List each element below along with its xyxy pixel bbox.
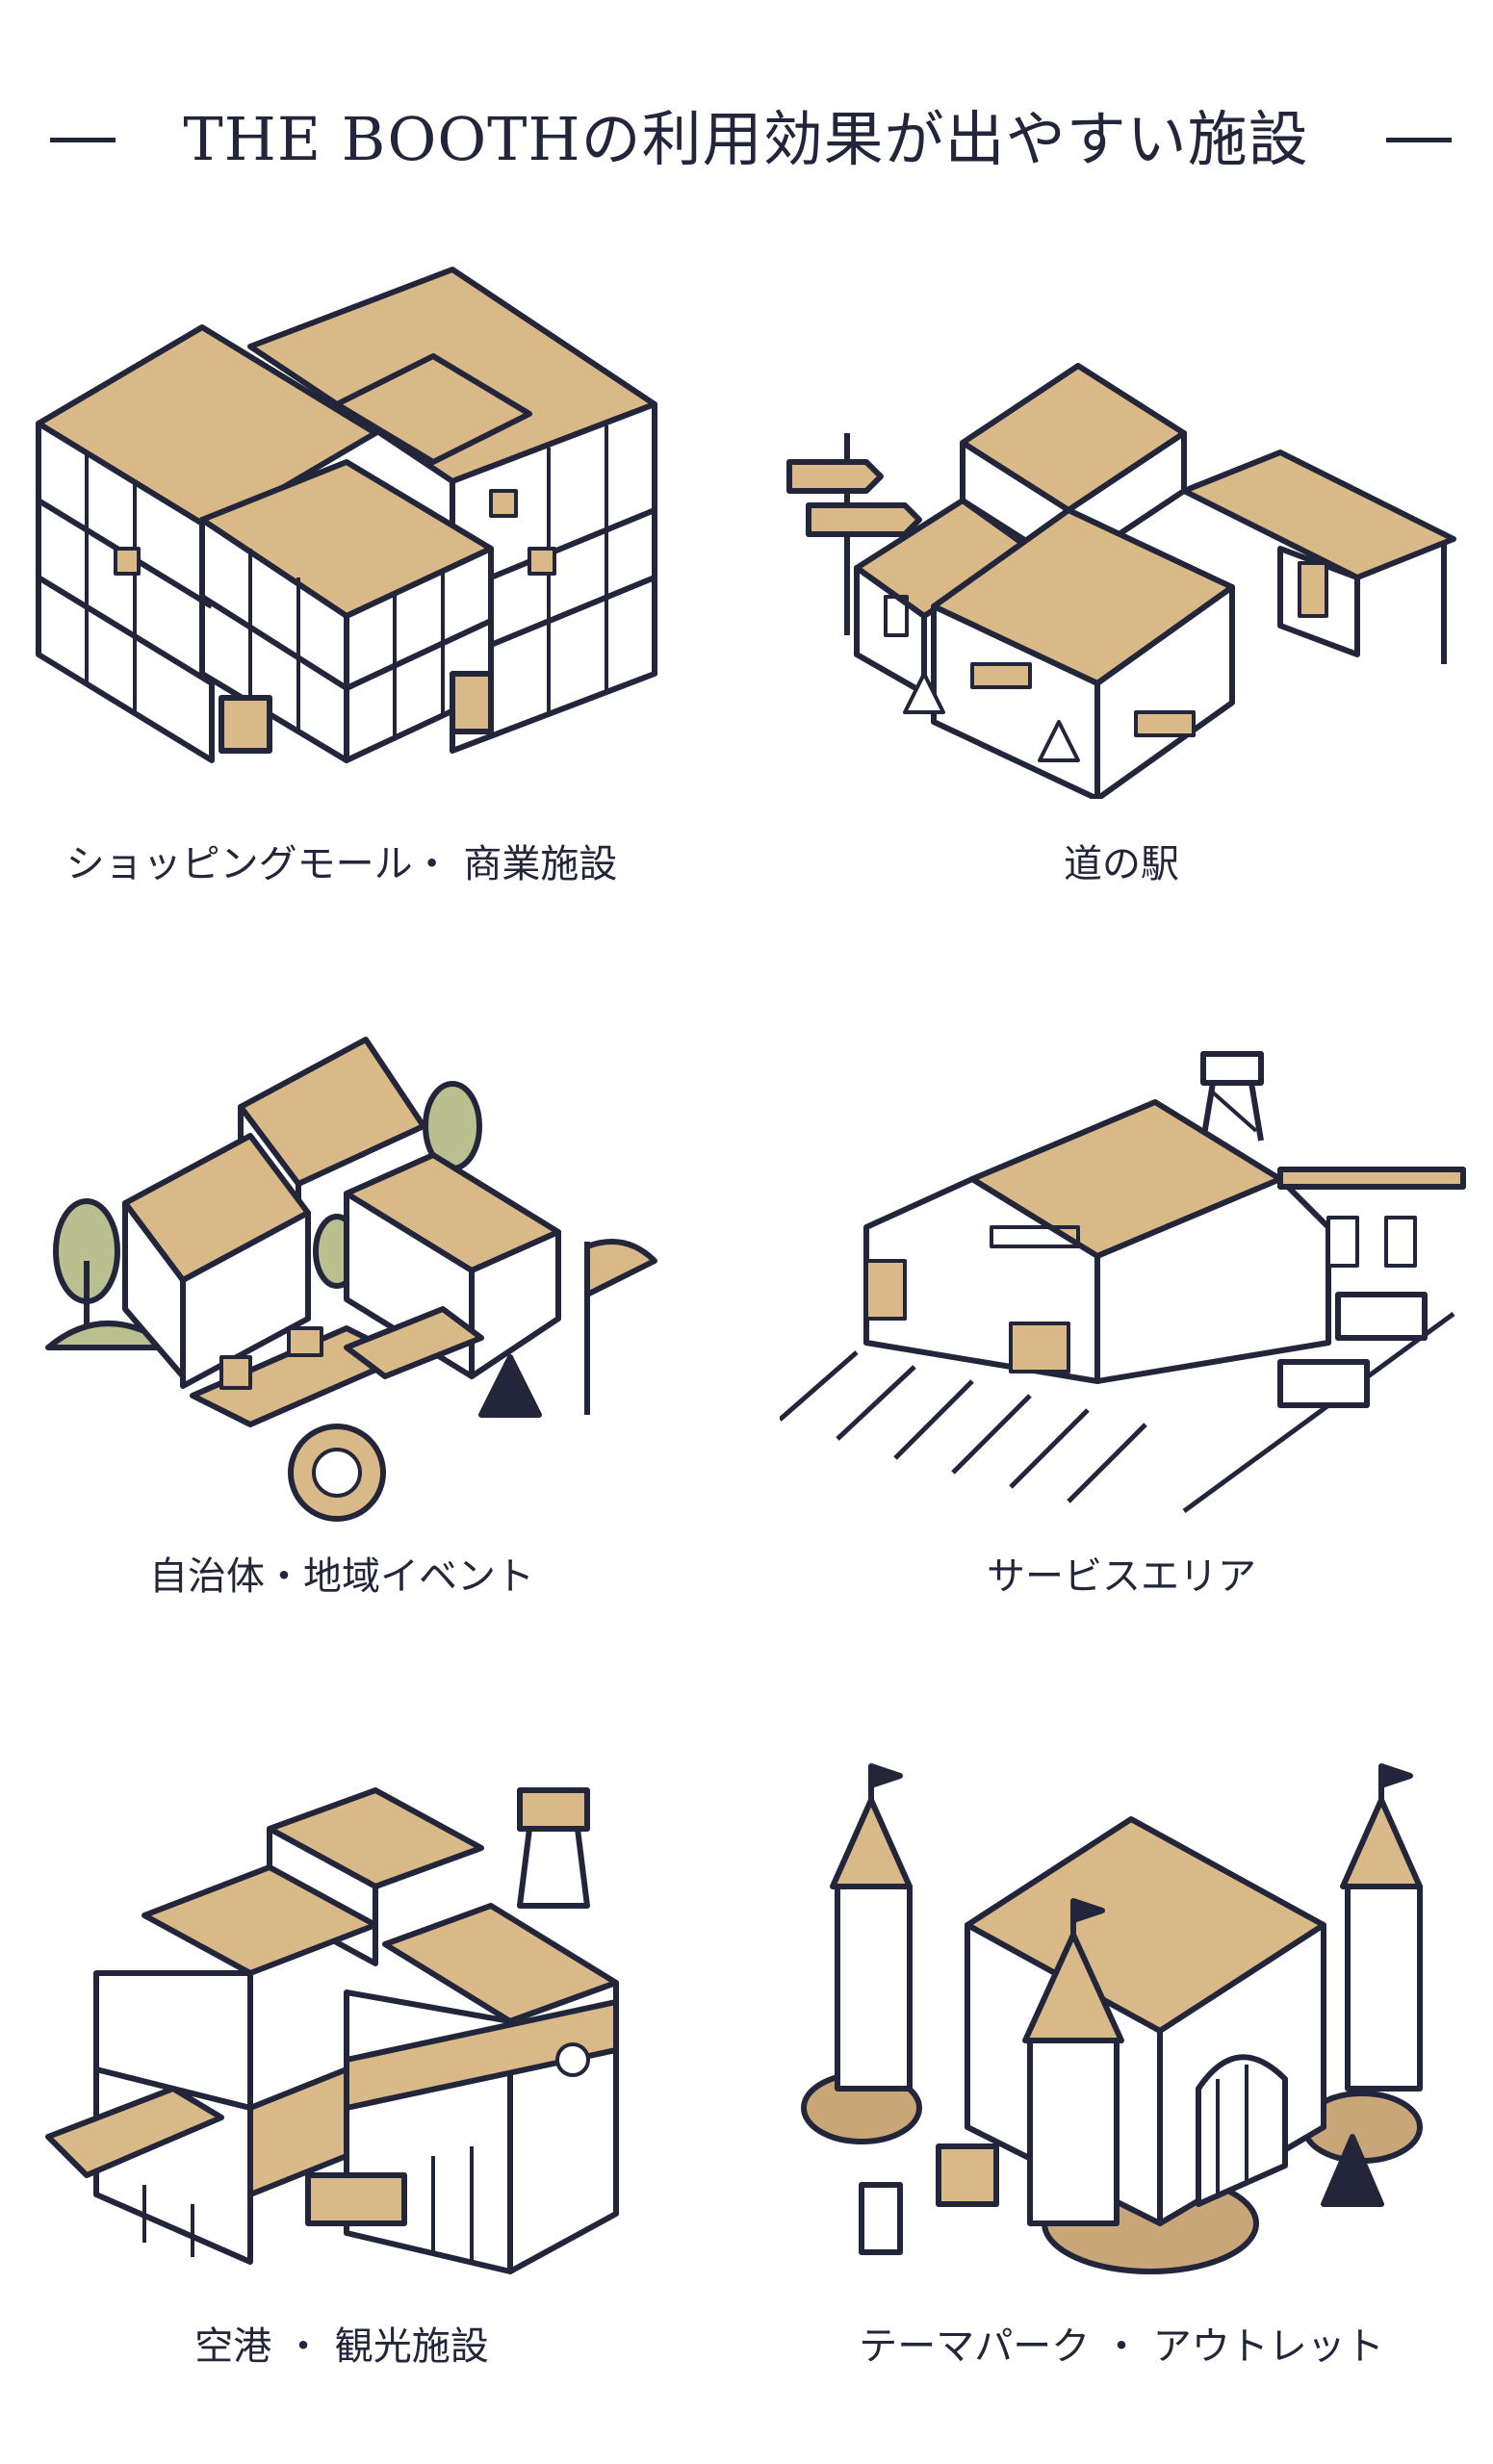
- shopping-mall-illustration: [29, 260, 664, 780]
- caption-service-area: サービスエリア: [987, 1554, 1256, 1599]
- roadside-station-illustration: [780, 346, 1473, 799]
- page-title: THE BOOTHの利用効果が出やすい施設: [183, 104, 1309, 174]
- service-area-illustration: [780, 1035, 1473, 1516]
- local-event-illustration: [29, 1030, 664, 1530]
- title-dash-right: [1386, 138, 1452, 142]
- theme-park-illustration: [785, 1761, 1468, 2300]
- title-row: THE BOOTHの利用効果が出やすい施設: [0, 91, 1493, 188]
- airport-illustration: [29, 1752, 664, 2291]
- caption-roadside-station: 道の駅: [1064, 842, 1179, 886]
- caption-local-event: 自治体・地域イベント: [149, 1554, 534, 1599]
- caption-theme-park-outlet: テーマパーク ・ アウトレット: [859, 2324, 1384, 2369]
- caption-airport-tourism: 空港 ・ 観光施設: [194, 2324, 489, 2369]
- caption-shopping-mall: ショッピングモール・ 商業施設: [65, 842, 618, 886]
- title-dash-left: [50, 138, 116, 142]
